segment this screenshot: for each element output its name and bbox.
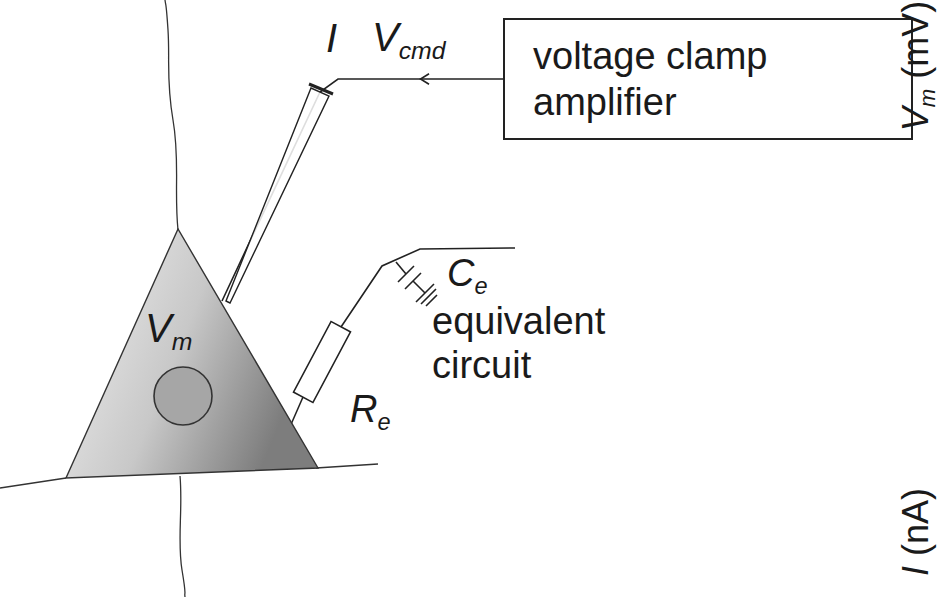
box-label: voltage clamp amplifier	[533, 33, 891, 126]
component-name: Ce	[447, 252, 488, 296]
arrowhead	[421, 74, 430, 84]
soma-body	[66, 229, 318, 478]
circuit-caption: equivalent circuit	[432, 300, 662, 387]
pyramidal-neuron: Vm	[65, 228, 320, 480]
current-label: I	[326, 15, 337, 61]
basal-dendrite	[0, 478, 66, 488]
axon	[180, 476, 185, 597]
component-name: Re	[350, 388, 391, 432]
voltage-label: Vm	[145, 304, 192, 353]
signal-name: Vcmd	[372, 14, 446, 60]
amplifier-box: voltage clamp amplifier	[503, 18, 913, 140]
clamp-wire	[222, 74, 503, 301]
soma-outline	[65, 228, 320, 480]
nucleus	[154, 367, 212, 425]
apical-dendrite	[165, 0, 178, 230]
connector	[222, 79, 503, 301]
capacitor-lead	[413, 281, 425, 293]
recording-pipette	[226, 88, 329, 303]
pipette-holder	[309, 84, 333, 94]
capacitor-lead	[396, 262, 406, 274]
resistor-symbol	[294, 322, 351, 403]
axis-label: Vm (mV)	[895, 1, 936, 132]
basal-dendrite	[316, 464, 378, 468]
axis-label: I (nA)	[895, 488, 936, 576]
